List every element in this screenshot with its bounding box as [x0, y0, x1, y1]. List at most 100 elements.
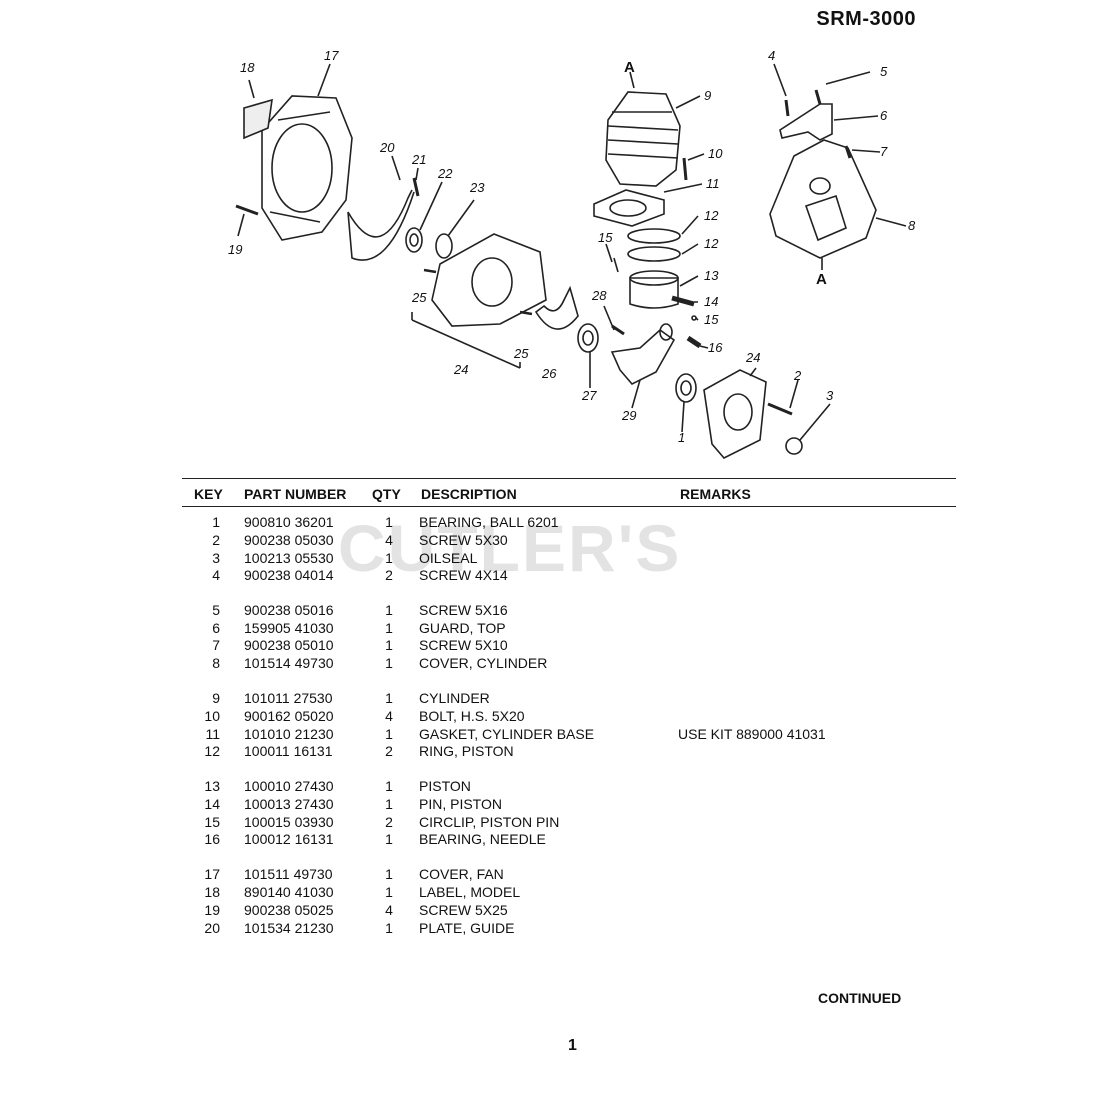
callout: 29	[621, 408, 636, 423]
row-qty: 1	[385, 796, 393, 812]
row-part-number: 100015 03930	[244, 814, 334, 830]
table-header-rule	[182, 506, 956, 507]
row-qty: 1	[385, 866, 393, 882]
callout: 17	[324, 48, 339, 63]
callout: 26	[541, 366, 557, 381]
callout: 14	[704, 294, 718, 309]
row-description: GUARD, TOP	[419, 620, 506, 636]
row-qty: 1	[385, 726, 393, 742]
callout: 24	[453, 362, 468, 377]
row-part-number: 100010 27430	[244, 778, 334, 794]
row-key: 6	[212, 620, 220, 636]
row-description: CIRCLIP, PISTON PIN	[419, 814, 560, 830]
row-key: 5	[212, 602, 220, 618]
row-qty: 1	[385, 690, 393, 706]
callout: 12	[704, 236, 719, 251]
callout: 1	[678, 430, 685, 445]
row-description: COVER, CYLINDER	[419, 655, 548, 671]
row-description: RING, PISTON	[419, 743, 514, 759]
gasket-part	[593, 189, 665, 227]
header-key: KEY	[194, 486, 223, 502]
header-description: DESCRIPTION	[421, 486, 517, 502]
row-description: SCREW 5X25	[419, 902, 508, 918]
row-description: OILSEAL	[419, 550, 478, 566]
row-key: 7	[212, 637, 220, 653]
row-part-number: 101534 21230	[244, 920, 334, 936]
callout: 15	[598, 230, 613, 245]
diagram-callouts: 18 17 20 21 22 23 19 25 25 24 26 A 9 10 …	[228, 48, 916, 445]
row-remarks: USE KIT 889000 41031	[678, 726, 826, 742]
callout: 19	[228, 242, 242, 257]
callout: 20	[379, 140, 395, 155]
row-qty: 1	[385, 831, 393, 847]
header-remarks: REMARKS	[680, 486, 751, 502]
row-part-number: 100011 16131	[244, 743, 333, 759]
row-key: 9	[212, 690, 220, 706]
row-qty: 1	[385, 620, 393, 636]
row-key: 2	[212, 532, 220, 548]
callout: 8	[908, 218, 916, 233]
callout: 18	[240, 60, 255, 75]
seal-part	[577, 323, 599, 353]
row-key: 1	[212, 514, 220, 530]
callout: 9	[704, 88, 711, 103]
row-key: 3	[212, 550, 220, 566]
row-key: 11	[205, 726, 220, 742]
row-description: BEARING, NEEDLE	[419, 831, 546, 847]
row-qty: 1	[385, 637, 393, 653]
plate-part	[534, 285, 579, 330]
guide-plate-part	[347, 189, 415, 261]
continued-label: CONTINUED	[818, 990, 902, 1006]
callout: 22	[437, 166, 453, 181]
row-part-number: 890140 41030	[244, 884, 334, 900]
callout: 2	[793, 368, 802, 383]
row-qty: 1	[385, 655, 393, 671]
piston-part	[629, 277, 679, 309]
callout: 5	[880, 64, 888, 79]
row-key: 10	[204, 708, 220, 724]
row-part-number: 159905 41030	[244, 620, 334, 636]
callout: 25	[411, 290, 427, 305]
callout: 11	[706, 176, 720, 191]
callout: 15	[704, 312, 719, 327]
row-part-number: 101011 27530	[244, 690, 333, 706]
row-part-number: 100213 05530	[244, 550, 334, 566]
crankshaft-part	[610, 328, 676, 385]
top-guard-part	[779, 103, 833, 141]
row-description: LABEL, MODEL	[419, 884, 521, 900]
row-qty: 1	[385, 602, 393, 618]
table-top-rule	[182, 478, 956, 479]
table-row: 9 101011 27530 1 CYLINDER	[0, 690, 1100, 708]
table-row: 6 159905 41030 1 GUARD, TOP	[0, 620, 1100, 638]
row-part-number: 900810 36201	[244, 514, 334, 530]
row-description: PLATE, GUIDE	[419, 920, 515, 936]
table-row: 1 900810 36201 1 BEARING, BALL 6201	[0, 514, 1100, 532]
row-qty: 1	[385, 514, 393, 530]
row-key: 16	[204, 831, 220, 847]
callout: A	[624, 59, 635, 76]
model-number: SRM-3000	[816, 8, 916, 30]
row-description: GASKET, CYLINDER BASE	[419, 726, 595, 742]
row-key: 20	[204, 920, 220, 936]
callout: 16	[708, 340, 723, 355]
row-description: CYLINDER	[419, 690, 490, 706]
row-key: 13	[204, 778, 220, 794]
row-key: 17	[204, 866, 220, 882]
row-key: 18	[204, 884, 220, 900]
row-qty: 4	[385, 708, 393, 724]
row-description: BEARING, BALL 6201	[419, 514, 559, 530]
callout: 27	[581, 388, 597, 403]
row-description: COVER, FAN	[419, 866, 504, 882]
row-key: 8	[212, 655, 220, 671]
